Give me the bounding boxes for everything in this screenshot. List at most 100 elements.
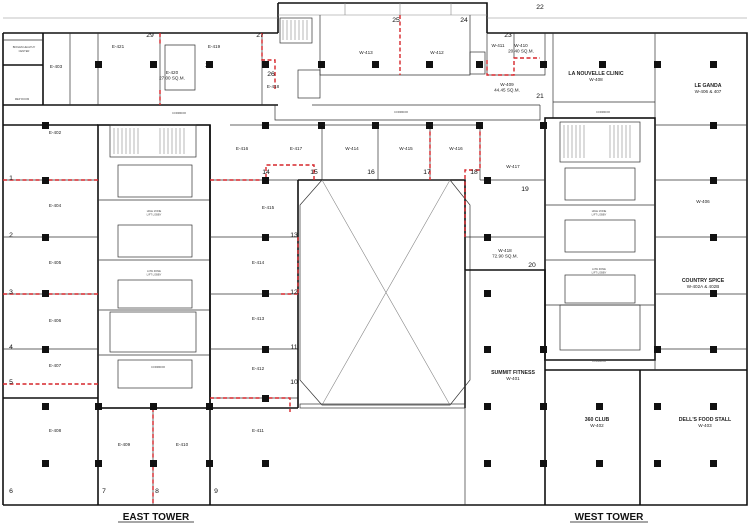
structural-columns	[42, 61, 717, 467]
grid-number: 3	[9, 289, 13, 296]
unit-label: W-414	[345, 146, 359, 151]
grid-number: 16	[367, 169, 375, 176]
grid-number: 7	[102, 488, 106, 495]
west-core	[544, 117, 656, 361]
unit-label: W-412	[430, 50, 444, 55]
room-label: CORRIDOR	[172, 111, 186, 115]
grid-number: 15	[310, 169, 318, 176]
grid-number: 18	[470, 169, 478, 176]
grid-number: 1	[9, 175, 13, 182]
atrium	[298, 179, 471, 409]
unit-label: W-418	[498, 248, 512, 253]
grid-number: 24	[460, 17, 468, 24]
west-tower-title: WEST TOWER	[575, 512, 644, 523]
unit-label: E-412	[252, 366, 265, 371]
lift-zone-label: LOW ZONE	[592, 267, 606, 271]
tenant-unit-id: W-402	[590, 423, 604, 428]
tenant-name: DELL'S FOOD STALL	[679, 417, 732, 423]
tenant-name: LA NOUVELLE CLINIC	[568, 71, 623, 77]
unit-label: E-403	[50, 64, 63, 69]
unit-label: W-410	[514, 43, 528, 48]
tenant-name: 360 CLUB	[585, 417, 610, 423]
grid-number: 21	[536, 93, 544, 100]
grid-number: 9	[214, 488, 218, 495]
grid-number: 22	[536, 4, 544, 11]
grid-number: 20	[528, 262, 536, 269]
grid-number: 19	[521, 186, 529, 193]
unit-label: W-411	[491, 43, 505, 48]
unit-label: E-420	[166, 70, 179, 75]
lift-lobby-label: LIFT LOBBY	[147, 213, 162, 217]
tower-titles: EAST TOWER WEST TOWER	[118, 512, 648, 523]
room-label: CORRIDOR	[394, 110, 408, 114]
unit-label: W-409	[500, 82, 514, 87]
tenant-name: LE GANDA	[694, 83, 721, 89]
grid-number: 13	[290, 232, 298, 239]
room-label: CORRIDOR	[151, 365, 165, 369]
grid-number: 6	[9, 488, 13, 495]
east-wing-walls	[3, 124, 481, 505]
grid-number: 28	[205, 62, 213, 69]
unit-label: E-406	[49, 318, 62, 323]
outer-walls	[2, 2, 748, 506]
grid-number: 11	[290, 344, 297, 351]
grid-number: 4	[9, 344, 13, 351]
grid-number: 26	[267, 71, 275, 78]
unit-area: 44.45 SQ.M.	[494, 88, 520, 93]
unit-label: W-415	[399, 146, 413, 151]
west-top-row	[274, 15, 656, 121]
unit-label: E-415	[262, 205, 275, 210]
unit-label: E-414	[252, 260, 265, 265]
unit-label: W-417	[506, 164, 520, 169]
west-wing-walls	[464, 124, 747, 505]
unit-label: E-418	[267, 84, 280, 89]
room-label: CORRIDOR	[592, 359, 606, 363]
unit-label: E-413	[252, 316, 265, 321]
grid-number: 29	[146, 32, 154, 39]
unit-label: W-416	[449, 146, 463, 151]
lift-lobby-label: LIFT LOBBY	[592, 213, 607, 217]
unit-label: E-421	[112, 44, 125, 49]
grid-number: 27	[256, 32, 264, 39]
tenant-unit-id: W-402A & 402B	[687, 284, 720, 289]
tenant-unit-id: W-406 & 407	[695, 89, 722, 94]
tenant-name: COUNTRY SPICE	[682, 278, 725, 284]
lift-zone-label: LOW ZONE	[147, 269, 161, 273]
lift-lobby-label: LIFT LOBBY	[592, 271, 607, 275]
unit-label: W-406	[696, 199, 710, 204]
room-label: CENTER	[19, 49, 30, 53]
east-top-row	[3, 17, 321, 106]
grid-number: 25	[392, 17, 400, 24]
east-tower-title: EAST TOWER	[123, 512, 190, 523]
lift-zone-label: HIGH ZONE	[592, 209, 607, 213]
unit-label: W-413	[359, 50, 373, 55]
room-label: CORRIDOR	[596, 110, 610, 114]
unit-label: E-417	[290, 146, 303, 151]
grid-number: 14	[262, 169, 270, 176]
unit-label: E-419	[208, 44, 221, 49]
unit-area: 27.00 SQ.M.	[159, 76, 185, 81]
unit-label: E-402	[49, 130, 62, 135]
grid-number: 2	[9, 232, 13, 239]
grid-number: 23	[504, 32, 512, 39]
unit-label: E-416	[236, 146, 249, 151]
grid-number: 12	[290, 289, 298, 296]
lift-zone-label: HIGH ZONE	[147, 209, 162, 213]
unit-label: E-409	[118, 442, 131, 447]
unit-label: E-410	[176, 442, 189, 447]
unit-label: E-405	[49, 260, 62, 265]
unit-area: 20.40 SQ.M.	[508, 49, 534, 54]
room-label: BIOGEN HEALTHY	[13, 45, 36, 49]
unit-label: E-404	[49, 203, 62, 208]
unit-area: 72.90 SQ.M.	[492, 254, 518, 259]
tenant-unit-id: W-401	[506, 376, 520, 381]
grid-number: 5	[9, 379, 13, 386]
tenant-unit-id: W-408	[589, 77, 603, 82]
unit-label: E-411	[252, 428, 264, 433]
unit-label: E-407	[49, 363, 62, 368]
